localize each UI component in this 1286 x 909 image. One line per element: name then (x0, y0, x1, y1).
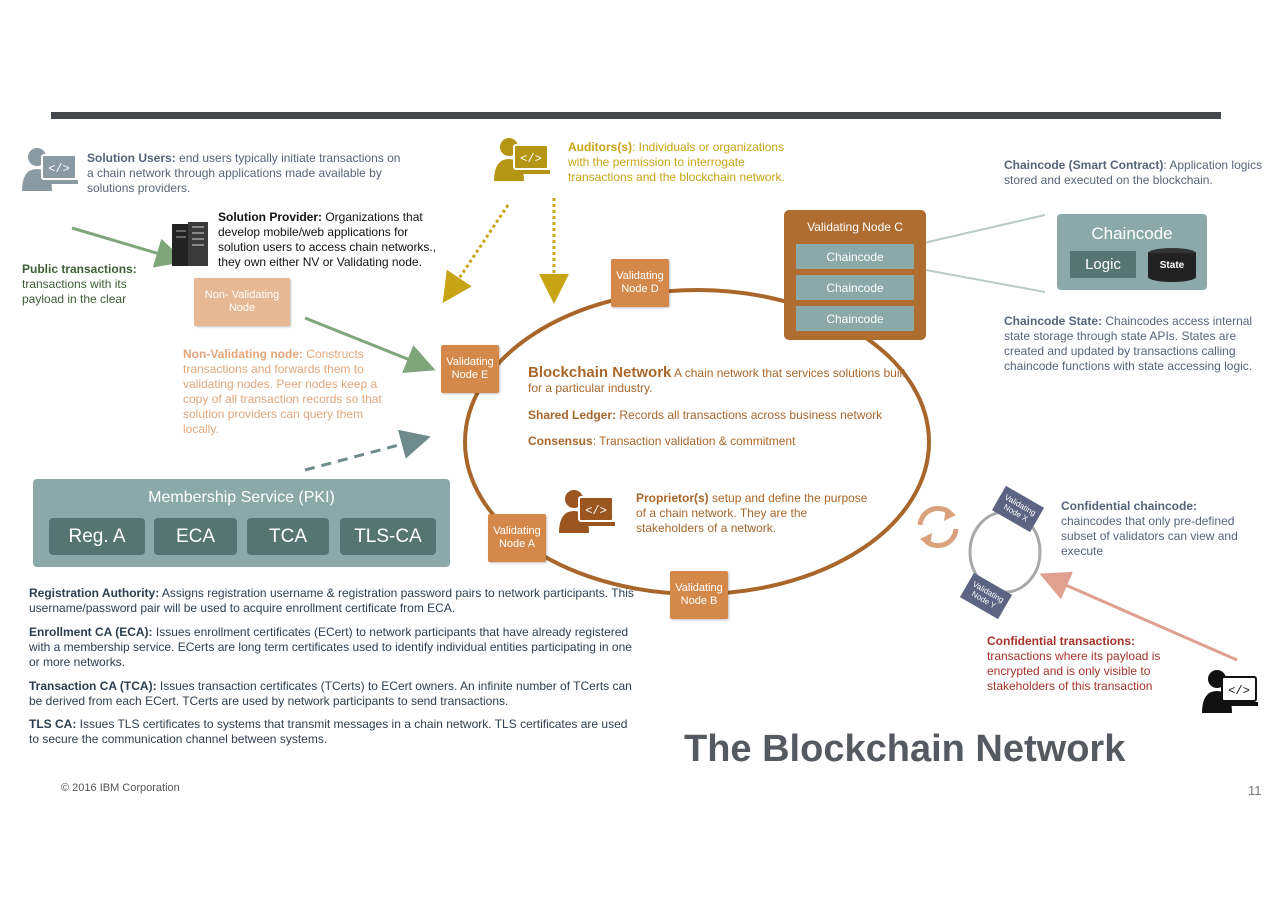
network-desc: Blockchain Network A chain network that … (528, 365, 908, 396)
membership-title: Membership Service (PKI) (148, 489, 335, 506)
state-label: State (1159, 260, 1185, 271)
validating-node-b[interactable]: Validating Node B (670, 571, 728, 619)
chaincode-state-title: Chaincode State: (1004, 314, 1103, 328)
definition-title: Enrollment CA (ECA): (29, 625, 153, 639)
solution-provider-title: Solution Provider: (218, 210, 323, 224)
svg-text:</>: </> (520, 152, 542, 166)
definition-text: Assigns registration username & registra… (29, 586, 634, 615)
validating-node-c[interactable]: Validating Node C Chaincode Chaincode Ch… (784, 210, 926, 340)
chaincode-box-title: Chaincode (1091, 224, 1173, 243)
conf-chaincode-title: Confidential chaincode: (1061, 499, 1198, 513)
definition-text: Issues enrollment certificates (ECert) t… (29, 625, 632, 669)
chaincode-sc-desc: Chaincode (Smart Contract): Application … (1004, 158, 1266, 188)
auditor-arrow-1 (442, 204, 510, 303)
public-tx-title: Public transactions: (22, 262, 137, 276)
public-tx-arrow (71, 226, 186, 268)
conf-tx-text: transactions where its payload is encryp… (987, 649, 1161, 693)
logic-box: Logic (1070, 251, 1136, 278)
page-number: 11 (1248, 783, 1262, 798)
copyright: © 2016 IBM Corporation (61, 782, 180, 794)
proprietor-icon: </> (557, 487, 615, 535)
proprietor-title: Proprietor(s) (636, 491, 709, 505)
tls-ca-button[interactable]: TLS-CA (340, 518, 436, 555)
conf-chaincode-text: chaincodes that only pre-defined subset … (1061, 514, 1238, 558)
shared-ledger-title: Shared Ledger: (528, 408, 617, 422)
non-validating-text: Constructs transactions and forwards the… (183, 347, 382, 436)
proprietor-text: setup and define the purpose of a chain … (636, 491, 868, 535)
tca-button[interactable]: TCA (247, 518, 329, 555)
confidential-tx-arrow (1039, 571, 1238, 662)
solution-users-text: end users typically initiate transaction… (87, 151, 401, 195)
public-tx-text: transactions with its payload in the cle… (22, 277, 127, 306)
membership-arrow (304, 429, 431, 472)
definition-tls-ca: TLS CA: Issues TLS certificates to syste… (29, 717, 634, 747)
solution-provider-desc: Solution Provider: Organizations that de… (218, 210, 450, 270)
public-tx-desc: Public transactions: transactions with i… (22, 262, 162, 307)
validating-node-c-title: Validating Node C (807, 220, 903, 234)
nv-to-node-e-arrow (304, 316, 436, 374)
reg-a-button[interactable]: Reg. A (49, 518, 145, 555)
solution-users-title: Solution Users: (87, 151, 176, 165)
chaincode-sc-text: : Application logics stored and executed… (1004, 158, 1263, 187)
solution-users-desc: Solution Users: end users typically init… (87, 151, 407, 196)
auditors-text: : Individuals or organizations with the … (568, 140, 785, 184)
consensus-title: Consensus (528, 434, 593, 448)
sync-icon (917, 505, 959, 549)
network-title-desc: A chain network that services solutions … (528, 366, 906, 395)
conf-chaincode-desc: Confidential chaincode: chaincodes that … (1061, 499, 1261, 559)
database-icon: State (1147, 247, 1197, 283)
conf-tx-desc: Confidential transactions: transactions … (987, 634, 1187, 694)
top-divider-bar (51, 112, 1221, 119)
validating-node-d[interactable]: Validating Node D (611, 259, 669, 307)
solution-user-icon: </> (20, 145, 78, 193)
auditor-icon: </> (492, 135, 550, 183)
definition-reg-authority: Registration Authority: Assigns registra… (29, 586, 634, 616)
chaincode-item[interactable]: Chaincode (796, 244, 914, 269)
chaincode-sc-title: Chaincode (Smart Contract) (1004, 158, 1164, 172)
proprietor-desc: Proprietor(s) setup and define the purpo… (636, 491, 872, 536)
consensus-text: : Transaction validation & commitment (592, 434, 796, 448)
svg-text:</>: </> (585, 504, 607, 518)
auditors-title: Auditors(s) (568, 140, 632, 154)
non-validating-desc: Non-Validating node: Constructs transact… (183, 347, 383, 437)
svg-text:</>: </> (48, 162, 70, 176)
conf-tx-title: Confidential transactions: (987, 634, 1136, 648)
confidential-user-icon: </> (1200, 667, 1258, 715)
definition-text: Issues transaction certificates (TCerts)… (29, 679, 632, 708)
eca-button[interactable]: ECA (154, 518, 237, 555)
definition-text: Issues TLS certificates to systems that … (29, 717, 628, 746)
definition-eca: Enrollment CA (ECA): Issues enrollment c… (29, 625, 634, 670)
chaincode-connector-2 (914, 267, 1046, 293)
definition-tca: Transaction CA (TCA): Issues transaction… (29, 679, 634, 709)
consensus-desc: Consensus: Transaction validation & comm… (528, 434, 918, 449)
definition-title: Registration Authority: (29, 586, 160, 600)
non-validating-node[interactable]: Non- Validating Node (194, 278, 290, 326)
network-title: Blockchain Network (528, 364, 672, 381)
chaincode-item[interactable]: Chaincode (796, 306, 914, 331)
server-icon (170, 220, 212, 273)
non-validating-title: Non-Validating node: (183, 347, 303, 361)
auditors-desc: Auditors(s): Individuals or organization… (568, 140, 808, 185)
definition-title: Transaction CA (TCA): (29, 679, 157, 693)
svg-text:</>: </> (1228, 684, 1250, 698)
chaincode-box: Chaincode Logic State (1057, 214, 1207, 290)
definition-title: TLS CA: (29, 717, 77, 731)
shared-ledger-text: Records all transactions across business… (616, 408, 883, 422)
solution-provider-text: Organizations that develop mobile/web ap… (218, 210, 437, 269)
slide-title: The Blockchain Network (684, 728, 1126, 770)
chaincode-connector-1 (914, 214, 1046, 246)
chaincode-state-desc: Chaincode State: Chaincodes access inter… (1004, 314, 1260, 374)
chaincode-item[interactable]: Chaincode (796, 275, 914, 300)
validating-node-a[interactable]: Validating Node A (488, 514, 546, 562)
shared-ledger-desc: Shared Ledger: Records all transactions … (528, 408, 918, 423)
chaincode-state-text: Chaincodes access internal state storage… (1004, 314, 1253, 373)
validating-node-e[interactable]: Validating Node E (441, 345, 499, 393)
